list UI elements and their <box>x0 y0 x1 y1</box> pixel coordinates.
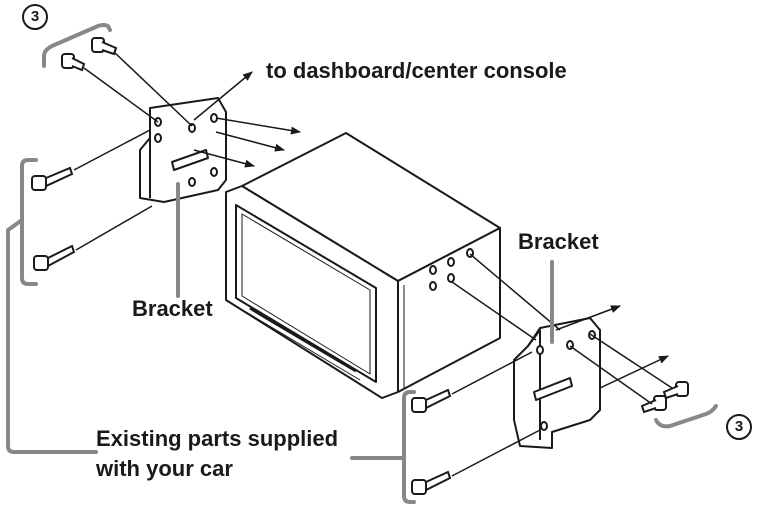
screw-left-2 <box>33 244 76 271</box>
braces <box>6 23 718 504</box>
bracket-label-right: Bracket <box>518 229 599 254</box>
left-bracket <box>139 97 227 203</box>
screw-right-1 <box>662 381 689 400</box>
callout-3-bottom: 3 <box>726 414 752 440</box>
screw-right-2 <box>640 395 667 414</box>
screw-top-1 <box>61 53 86 72</box>
screws <box>31 37 689 495</box>
right-bracket <box>513 317 601 449</box>
callout-3-top: 3 <box>22 4 48 30</box>
dashboard-label: to dashboard/center console <box>266 58 567 83</box>
bracket-label-left: Bracket <box>132 296 213 321</box>
head-unit-side-holes <box>429 248 474 291</box>
screw-bottom-2 <box>411 470 452 495</box>
screw-bottom-1 <box>411 388 452 413</box>
existing-parts-line-2: with your car <box>96 456 233 481</box>
guide-lines <box>73 51 673 477</box>
screw-left-1 <box>31 166 74 191</box>
head-unit <box>225 132 501 399</box>
screw-top-2 <box>91 37 118 56</box>
existing-parts-line-1: Existing parts supplied <box>96 426 339 451</box>
